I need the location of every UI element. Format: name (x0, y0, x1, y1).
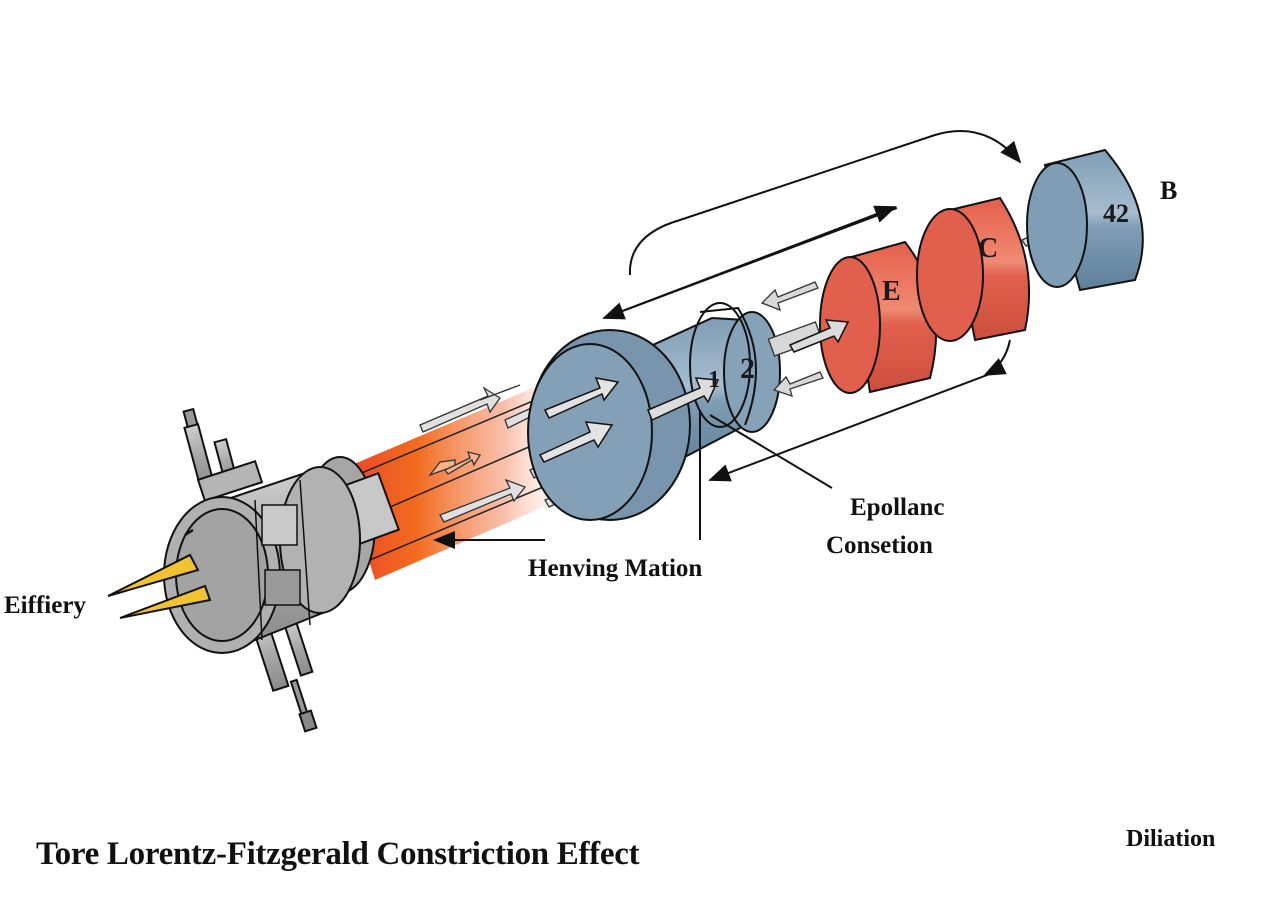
segment-mark-1: 1 (708, 367, 720, 393)
diagram-title: Tore Lorentz-Fitzgerald Constriction Eff… (36, 836, 640, 872)
motion-arrows (602, 130, 1022, 482)
label-epollanc: Epollanc (850, 494, 945, 521)
label-eiffiery: Eiffiery (4, 592, 86, 619)
segment-mark-42: 42 (1103, 199, 1129, 228)
label-henving-mation: Henving Mation (528, 555, 703, 582)
segment-blue-end (1026, 148, 1144, 292)
segment-red-e (788, 240, 938, 394)
segment-mark-e: E (882, 276, 901, 307)
label-consetion: Consetion (826, 532, 933, 559)
label-dilation: Diliation (1126, 826, 1216, 852)
interconnect-arrows (760, 281, 824, 398)
segment-red-c (916, 196, 1031, 342)
segment-blue-main (527, 302, 781, 521)
leader-lines (699, 410, 833, 540)
segment-mark-c: C (978, 233, 998, 264)
segment-mark-2: 2 (740, 352, 755, 385)
engine-module (163, 407, 401, 733)
label-b: B (1160, 176, 1178, 205)
emitter-prongs (107, 553, 212, 619)
